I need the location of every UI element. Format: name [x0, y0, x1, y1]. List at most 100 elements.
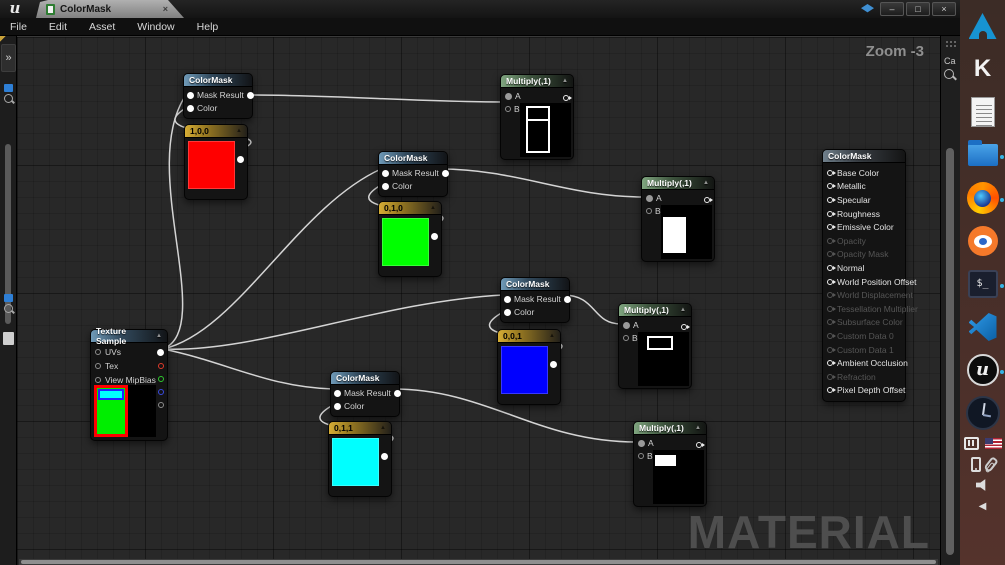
dock-item-hide-panel[interactable]: ◀	[979, 501, 987, 512]
dock-item-clock[interactable]	[965, 396, 1000, 430]
material-input-pin[interactable]	[827, 224, 836, 231]
input-pin-b[interactable]	[638, 453, 644, 459]
menu-asset[interactable]: Asset	[89, 20, 116, 33]
material-input-pin[interactable]	[827, 278, 836, 285]
tutorial-cap-icon[interactable]	[861, 4, 874, 13]
material-input-pin[interactable]	[827, 360, 836, 367]
output-pin[interactable]	[563, 295, 571, 303]
material-input-pin[interactable]	[827, 332, 836, 339]
minimize-button[interactable]: –	[880, 2, 904, 16]
dock-item-volume[interactable]	[975, 479, 990, 492]
collapse-arrow-icon[interactable]: ▲	[703, 180, 709, 186]
input-pin-b[interactable]	[646, 208, 652, 214]
input-pin[interactable]	[95, 363, 101, 369]
input-pin[interactable]	[382, 169, 389, 177]
material-input-pin[interactable]	[827, 292, 836, 299]
output-pin-r[interactable]	[157, 363, 164, 369]
collapse-arrow-icon[interactable]: ▲	[680, 307, 686, 313]
output-pin[interactable]	[550, 361, 557, 368]
collapse-arrow-icon[interactable]: ▲	[549, 333, 555, 339]
output-pin[interactable]	[237, 156, 244, 163]
dock-item-keyboard-layout[interactable]	[963, 436, 979, 450]
left-panel-scrollbar[interactable]	[5, 144, 11, 324]
node-const-green[interactable]: 0,1,0▲	[378, 201, 442, 277]
material-input-pin[interactable]	[827, 305, 836, 312]
maximize-button[interactable]: □	[906, 2, 930, 16]
menu-file[interactable]: File	[10, 20, 27, 33]
input-pin[interactable]	[95, 349, 101, 355]
close-button[interactable]: ×	[932, 2, 956, 16]
input-pin-a[interactable]	[646, 194, 653, 202]
horizontal-scrollbar-thumb[interactable]	[21, 560, 936, 564]
collapse-arrow-icon[interactable]: ▲	[430, 205, 436, 211]
input-pin[interactable]	[504, 308, 511, 316]
output-pin[interactable]	[704, 197, 713, 203]
dock-item-phone[interactable]	[970, 456, 981, 472]
node-const-red[interactable]: 1,0,0▲	[184, 124, 248, 200]
horizontal-scrollbar-track[interactable]	[19, 559, 938, 565]
input-pin[interactable]	[504, 295, 511, 303]
palette-scrollbar[interactable]	[946, 148, 954, 555]
asset-tab[interactable]: ColorMask ×	[36, 0, 184, 18]
dock-item-terminal[interactable]: $_	[966, 267, 1004, 301]
input-pin-a[interactable]	[505, 92, 512, 100]
dock-item-file-manager[interactable]	[966, 138, 1004, 172]
collapse-arrow-icon[interactable]: ▲	[695, 425, 701, 431]
material-input-pin[interactable]	[827, 251, 836, 258]
material-input-pin[interactable]	[827, 346, 836, 353]
material-input-pin[interactable]	[827, 196, 836, 203]
material-input-pin[interactable]	[827, 319, 836, 326]
input-pin[interactable]	[334, 389, 341, 397]
output-pin[interactable]	[393, 389, 401, 397]
dock-item-kde[interactable]: K	[966, 52, 1000, 86]
dock-item-paperclip[interactable]	[982, 455, 999, 473]
collapsed-panel-chip[interactable]	[3, 332, 14, 345]
collapsed-tab-widget[interactable]	[2, 84, 15, 108]
input-pin[interactable]	[187, 91, 194, 99]
material-input-pin[interactable]	[827, 183, 836, 190]
material-input-pin[interactable]	[827, 373, 836, 380]
material-input-pin[interactable]	[827, 237, 836, 244]
dock-item-flag-us[interactable]	[984, 437, 1002, 449]
input-pin[interactable]	[334, 402, 341, 410]
material-input-pin[interactable]	[827, 210, 836, 217]
output-pin-a[interactable]	[157, 402, 164, 408]
expand-panel-button[interactable]: »	[1, 44, 16, 72]
menu-help[interactable]: Help	[196, 20, 219, 33]
material-input-pin[interactable]	[827, 169, 836, 176]
output-pin[interactable]	[246, 91, 254, 99]
menu-edit[interactable]: Edit	[48, 20, 68, 33]
dock-item-blender[interactable]	[966, 224, 1000, 258]
output-pin[interactable]	[441, 169, 449, 177]
input-pin-b[interactable]	[623, 335, 629, 341]
output-pin[interactable]	[381, 453, 388, 460]
tab-close-icon[interactable]: ×	[162, 4, 168, 14]
output-pin-g[interactable]	[157, 376, 164, 382]
output-pin-b[interactable]	[157, 389, 164, 395]
dock-item-arch[interactable]	[966, 9, 1000, 43]
input-pin-a[interactable]	[638, 439, 645, 447]
input-pin[interactable]	[382, 182, 389, 190]
input-pin-b[interactable]	[505, 106, 511, 112]
panel-grip-icon[interactable]	[945, 40, 957, 48]
node-const-blue[interactable]: 0,0,1▲	[497, 329, 561, 405]
output-pin[interactable]	[696, 442, 705, 448]
input-pin[interactable]	[95, 377, 101, 383]
collapse-arrow-icon[interactable]: ▲	[236, 128, 242, 134]
dock-item-firefox[interactable]	[966, 181, 1004, 215]
dock-item-text-editor[interactable]	[966, 95, 1000, 129]
input-pin-a[interactable]	[623, 321, 630, 329]
output-pin-rgb[interactable]	[157, 349, 164, 356]
palette-search-icon[interactable]	[944, 69, 954, 79]
